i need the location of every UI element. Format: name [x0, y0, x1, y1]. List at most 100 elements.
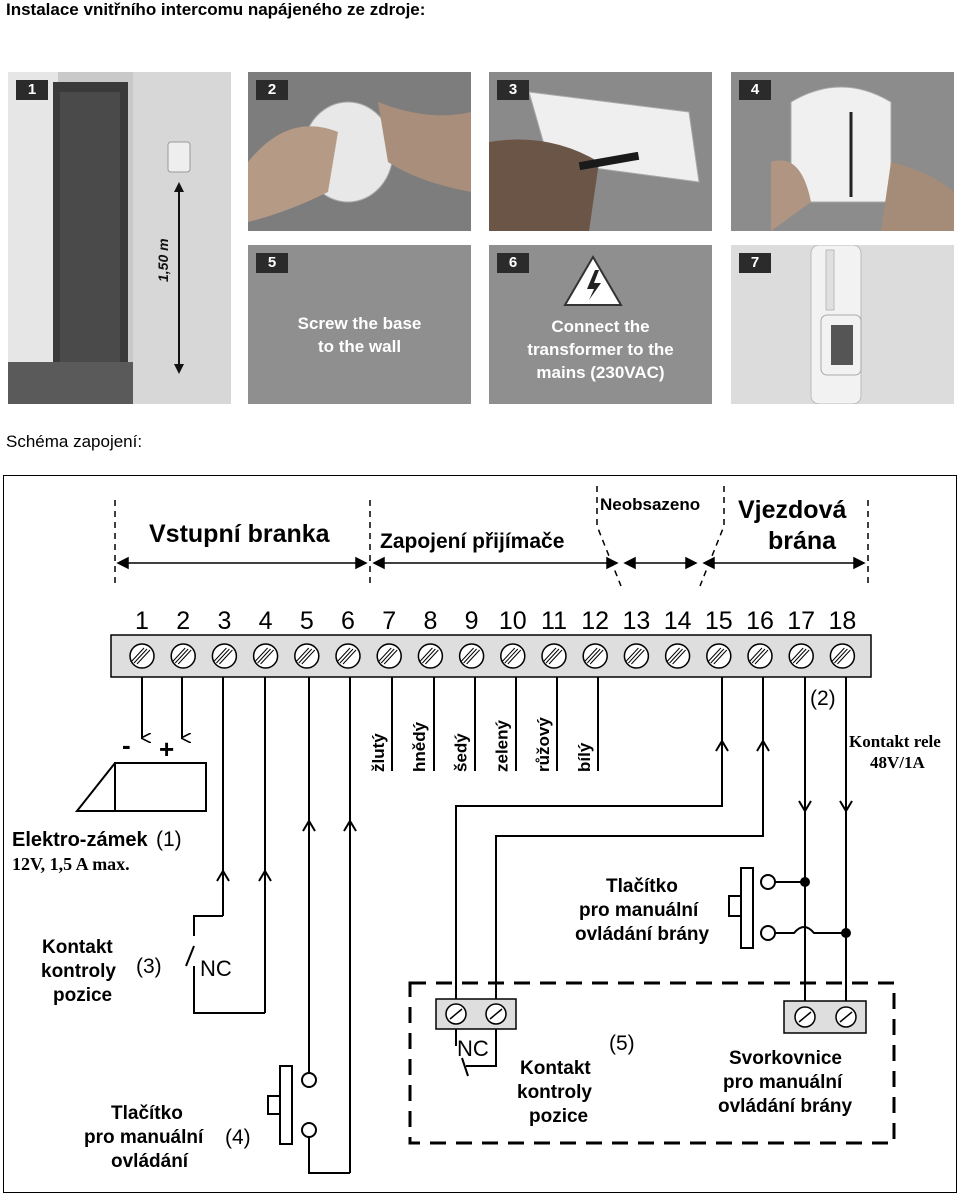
- terminal-screw-slot: [710, 648, 725, 664]
- terminal-screw-slot: [831, 647, 845, 663]
- terminal-screw-11: [541, 643, 567, 669]
- terminal-screw-slot: [383, 649, 398, 665]
- terminal-screw-1: [129, 643, 155, 669]
- junction-dot-17: [800, 877, 810, 887]
- terminal-screw-slot: [545, 648, 560, 664]
- svorkovnice-line1: Svorkovnice: [729, 1048, 842, 1069]
- terminal-screw-slot: [136, 649, 151, 665]
- terminal-screw-14: [664, 643, 691, 669]
- kontakt-kontroly-line1: Kontakt: [42, 937, 113, 958]
- terminal-number-13: 13: [622, 607, 650, 635]
- section-vjezdova-line1: Vjezdová: [738, 496, 846, 524]
- kontakt-box-line1: Kontakt: [520, 1058, 591, 1079]
- terminal-number-10: 10: [499, 607, 527, 635]
- terminal-screw-slot: [380, 648, 395, 664]
- terminal-screw-slot: [707, 647, 722, 663]
- hands-opening-unit-image: [248, 72, 471, 231]
- tlacitko-left-line1: Tlačítko: [111, 1103, 183, 1124]
- terminal-screw-5: [294, 643, 320, 669]
- tlacitko-left-line2: pro manuální: [84, 1127, 204, 1148]
- tlacitko-right-line3: ovládání brány: [575, 924, 710, 945]
- terminal-screw-slot: [837, 649, 851, 665]
- terminal-screw-slot: [789, 647, 804, 663]
- terminal-screw-15: [706, 643, 732, 669]
- nc-terminal-screws: [445, 1003, 507, 1025]
- terminal-screw-slot: [792, 648, 807, 664]
- terminal-screw-16: [747, 643, 773, 669]
- section-arrows: [116, 556, 866, 570]
- terminal-screw-slot: [834, 648, 848, 664]
- step-1-photo: 1,50 m 1: [8, 72, 231, 404]
- tlacitko-right-line2: pro manuální: [579, 900, 699, 921]
- terminal-screw-slot: [666, 647, 680, 663]
- section-zapojeni-prijimace: Zapojení přijímače: [380, 530, 564, 553]
- kontakt-kontroly-line2: kontroly: [41, 961, 116, 982]
- elektro-zamek-ref: (1): [156, 828, 182, 851]
- svorkovnice-line2: pro manuální: [723, 1072, 843, 1093]
- lock-plus: +: [159, 734, 174, 764]
- terminal-number-17: 17: [787, 607, 815, 635]
- terminal-screw-slot: [174, 648, 189, 664]
- terminal-screw-9: [458, 643, 485, 669]
- step-2-photo: 2: [248, 72, 471, 231]
- terminal-number-14: 14: [664, 607, 692, 635]
- step-1-number: 1: [16, 80, 48, 100]
- section-dividers: [114, 486, 869, 587]
- terminal-screw-slot: [542, 647, 557, 663]
- terminal-number-15: 15: [705, 607, 733, 635]
- svorkovnice-screws: [794, 1006, 857, 1028]
- step-5-panel: 5 Screw the base to the wall: [248, 245, 471, 404]
- elektro-zamek-spec: 12V, 1,5 A max.: [12, 854, 130, 874]
- terminal-number-2: 2: [176, 607, 190, 635]
- terminal-screw-slot: [628, 648, 642, 664]
- terminal-screw-slot: [748, 647, 763, 663]
- step-5-text-line1: Screw the base: [297, 314, 422, 333]
- step-5-text-line2: to the wall: [317, 337, 402, 356]
- ref-2: (2): [810, 687, 836, 710]
- step-6-text-line2: transformer to the: [527, 340, 674, 359]
- ref-5: (5): [609, 1032, 635, 1055]
- terminal-screw-slot: [631, 649, 645, 665]
- step-6-text-line3: mains (230VAC): [536, 363, 665, 382]
- terminal-screw-slot: [425, 649, 439, 665]
- terminal-screw-slot: [589, 649, 604, 665]
- terminal-screw-slot: [672, 649, 686, 665]
- terminal-screw-slot: [377, 647, 392, 663]
- terminal-screw-7: [376, 643, 402, 669]
- terminal-screw-slot: [419, 647, 433, 663]
- step-2-number: 2: [256, 80, 288, 100]
- kontakt-rele-line1: Kontakt rele: [849, 732, 941, 751]
- terminal-number-9: 9: [465, 607, 479, 635]
- terminal-screw-slot: [548, 649, 563, 665]
- step-3-photo: 3: [489, 72, 712, 231]
- wire-label-7: žlutý: [369, 733, 388, 772]
- terminal-screw-slot: [583, 647, 598, 663]
- step-6-panel: 6 Connect the transformer to the mains (…: [489, 245, 712, 404]
- gate-unit-box: [408, 981, 896, 1145]
- terminal-screw-17: [788, 643, 814, 669]
- terminal-number-16: 16: [746, 607, 774, 635]
- junction-dot-18: [841, 928, 851, 938]
- terminal-screw-slot: [463, 648, 477, 664]
- terminal-screw-18: [829, 643, 856, 669]
- terminal-screw-6: [335, 643, 361, 669]
- terminal-screw-slot: [795, 649, 810, 665]
- terminal-screw-slot: [504, 648, 519, 664]
- terminal-screw-slot: [254, 647, 268, 663]
- step-3-number: 3: [497, 80, 529, 100]
- step-6-number: 6: [497, 253, 529, 273]
- svorkovnice-line3: ovládání brány: [718, 1096, 853, 1117]
- terminal-screw-10: [500, 643, 526, 669]
- step-7-photo: 7: [731, 245, 954, 404]
- terminal-screw-slot: [213, 647, 227, 663]
- terminal-screw-13: [623, 643, 650, 669]
- ref-3: (3): [136, 955, 162, 978]
- terminal-screw-slot: [625, 647, 639, 663]
- terminal-screw-slot: [339, 648, 354, 664]
- section-neobsazeno: Neobsazeno: [600, 495, 700, 514]
- terminal-screw-slot: [422, 648, 436, 664]
- wires: [141, 677, 847, 1174]
- terminal-screw-slot: [301, 649, 316, 665]
